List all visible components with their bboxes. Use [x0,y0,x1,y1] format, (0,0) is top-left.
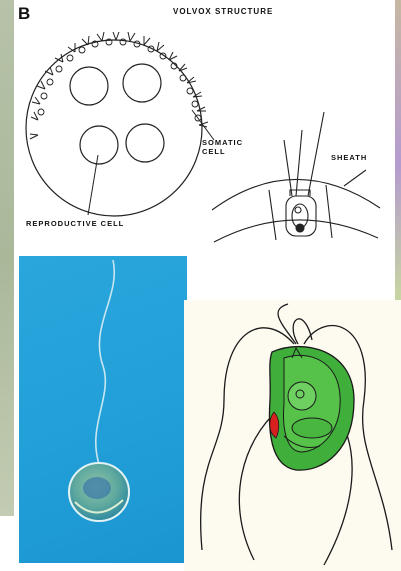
panel-letter: B [18,4,30,24]
diagram-title: VOLVOX STRUCTURE [173,7,273,16]
reproductive-cell-1 [70,67,108,105]
colony-outline [26,40,202,216]
reproductive-cell-2 [123,64,161,102]
slide-background-right [395,0,401,300]
nucleus [288,382,316,410]
reproductive-cell-3 [80,126,118,164]
flagellate-micrograph [19,256,187,563]
somatic-cell-fringe [30,32,208,139]
slide-background-bottom [0,516,20,571]
somatic-cell-bumps [38,39,201,121]
volvox-structure-diagram: B VOLVOX STRUCTURE SOMATIC CELL SHEATH R… [14,0,395,255]
illustration-drawing [184,300,401,571]
flagellum [96,260,115,464]
somatic-cell-label: SOMATIC CELL [202,138,244,156]
reproductive-cell-4 [126,124,164,162]
pyrenoid [292,418,332,438]
chlamydomonas-illustration [184,300,401,571]
micrograph-nucleus [83,477,111,499]
somatic-cell-detail [212,112,380,242]
somatic-pointer-line [192,110,214,140]
reproductive-pointer-line [88,155,98,215]
volvox-diagram-drawing [14,0,395,255]
reproductive-cell-label: REPRODUCTIVE CELL [26,219,124,228]
slide-background-left [0,0,14,516]
micrograph-drawing [19,256,187,563]
sheath-label: SHEATH [331,153,367,162]
